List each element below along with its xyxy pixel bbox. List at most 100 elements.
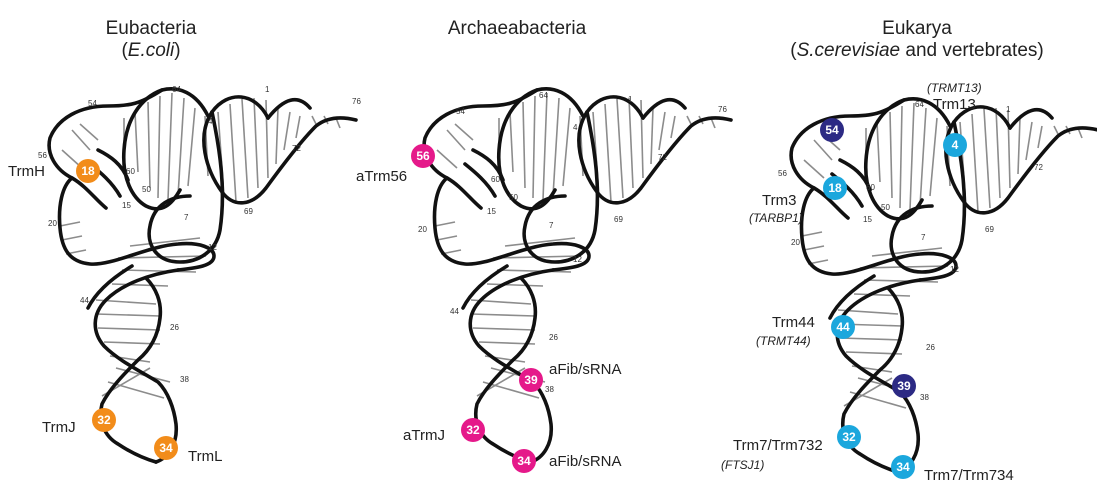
organism-name: S.cerevisiae	[797, 40, 901, 61]
gene-name: (TRMT44)	[756, 334, 811, 348]
gene-name: (TARBP1)	[749, 211, 803, 225]
residue-number: 20	[791, 238, 800, 247]
modification-site-18: 18	[76, 159, 100, 183]
enzyme-label: aFib/sRNA	[549, 361, 622, 378]
residue-number: 15	[122, 201, 131, 210]
gene-name: (FTSJ1)	[721, 458, 764, 472]
residue-number: 44	[80, 296, 89, 305]
residue-number: 20	[48, 219, 57, 228]
residue-number: 12	[208, 243, 217, 252]
residue-number: 12	[573, 255, 582, 264]
residue-number: 60	[866, 183, 875, 192]
modification-site-56: 56	[411, 144, 435, 168]
modification-site-18: 18	[823, 176, 847, 200]
svg-text:34: 34	[517, 454, 531, 468]
trna-structure	[791, 99, 1097, 472]
svg-text:18: 18	[81, 164, 95, 178]
svg-text:39: 39	[897, 379, 911, 393]
residue-number: 76	[718, 105, 727, 114]
residue-number: 72	[1034, 163, 1043, 172]
residue-number: 50	[509, 193, 518, 202]
trna-structure	[424, 89, 731, 462]
panel-eukarya: Eukarya (S.cerevisiae and vertebrates) 1…	[721, 18, 1097, 483]
residue-number: 64	[915, 100, 924, 109]
residue-number: 7	[549, 221, 554, 230]
svg-text:4: 4	[952, 138, 959, 152]
panel-title: Eukarya	[882, 18, 952, 39]
modification-site-39: 39	[892, 374, 916, 398]
modification-site-32: 32	[837, 425, 861, 449]
modification-site-34: 34	[154, 436, 178, 460]
modification-site-54: 54	[820, 118, 844, 142]
residue-number: 1	[628, 95, 633, 104]
enzyme-label: TrmL	[188, 448, 222, 465]
residue-number: 15	[487, 207, 496, 216]
residue-number: 60	[126, 167, 135, 176]
residue-number: 12	[950, 265, 959, 274]
residue-number: 7	[184, 213, 189, 222]
svg-text:34: 34	[159, 441, 173, 455]
modification-site-44: 44	[831, 315, 855, 339]
residue-number: 54	[456, 107, 465, 116]
organism-name: E.coli	[128, 40, 175, 61]
residue-number: 50	[881, 203, 890, 212]
gene-name: (TRMT13)	[927, 81, 982, 95]
residue-number: 26	[170, 323, 179, 332]
enzyme-label: Trm3	[762, 192, 796, 209]
residue-number: 56	[778, 169, 787, 178]
modification-site-4: 4	[943, 133, 967, 157]
residue-number: 64	[172, 85, 181, 94]
panel-eubacteria: Eubacteria (E.coli) 1 4 7 12 15 20 26 38…	[8, 18, 361, 465]
enzyme-label: TrmJ	[42, 419, 76, 436]
svg-text:54: 54	[825, 123, 839, 137]
panel-subtitle: (E.coli)	[121, 40, 180, 61]
residue-number: 50	[142, 185, 151, 194]
residue-number: 7	[921, 233, 926, 242]
svg-text:34: 34	[896, 460, 910, 474]
residue-number: 54	[88, 99, 97, 108]
residue-number: 38	[920, 393, 929, 402]
residue-number: 15	[863, 215, 872, 224]
modification-site-39: 39	[519, 368, 543, 392]
residue-number: 26	[926, 343, 935, 352]
residue-number: 72	[292, 144, 301, 153]
enzyme-label: aTrmJ	[403, 427, 445, 444]
svg-text:32: 32	[97, 413, 111, 427]
svg-text:56: 56	[416, 149, 430, 163]
residue-number: 72	[658, 153, 667, 162]
residue-number: 44	[450, 307, 459, 316]
panel-subtitle: (S.cerevisiae and vertebrates)	[790, 40, 1043, 61]
svg-text:44: 44	[836, 320, 850, 334]
modification-site-34: 34	[512, 449, 536, 473]
residue-number: 38	[180, 375, 189, 384]
residue-number: 4	[573, 123, 578, 132]
enzyme-label: aFib/sRNA	[549, 453, 622, 470]
residue-number: 69	[614, 215, 623, 224]
panel-title: Archaeabacteria	[448, 18, 587, 39]
modification-site-34: 34	[891, 455, 915, 479]
enzyme-label: Trm44	[772, 314, 815, 331]
panel-archaea: Archaeabacteria 1 4 7 12 15 20 26 38 44 …	[356, 18, 731, 473]
enzyme-label: Trm7/Trm734	[924, 467, 1014, 483]
residue-number: 60	[491, 175, 500, 184]
residue-number: 1	[265, 85, 270, 94]
residue-number: 20	[418, 225, 427, 234]
trna-structure	[49, 89, 356, 462]
enzyme-label: TrmH	[8, 163, 45, 180]
svg-text:18: 18	[828, 181, 842, 195]
modification-site-32: 32	[92, 408, 116, 432]
residue-number: 4	[208, 117, 213, 126]
residue-number: 69	[244, 207, 253, 216]
enzyme-label: aTrm56	[356, 168, 407, 185]
residue-number: 38	[545, 385, 554, 394]
residue-number: 69	[985, 225, 994, 234]
enzyme-label: Trm7/Trm732	[733, 437, 823, 454]
residue-number: 64	[539, 91, 548, 100]
residue-number: 56	[38, 151, 47, 160]
panel-title: Eubacteria	[106, 18, 197, 39]
residue-number: 26	[549, 333, 558, 342]
modification-site-32: 32	[461, 418, 485, 442]
svg-text:39: 39	[524, 373, 538, 387]
svg-text:32: 32	[842, 430, 856, 444]
